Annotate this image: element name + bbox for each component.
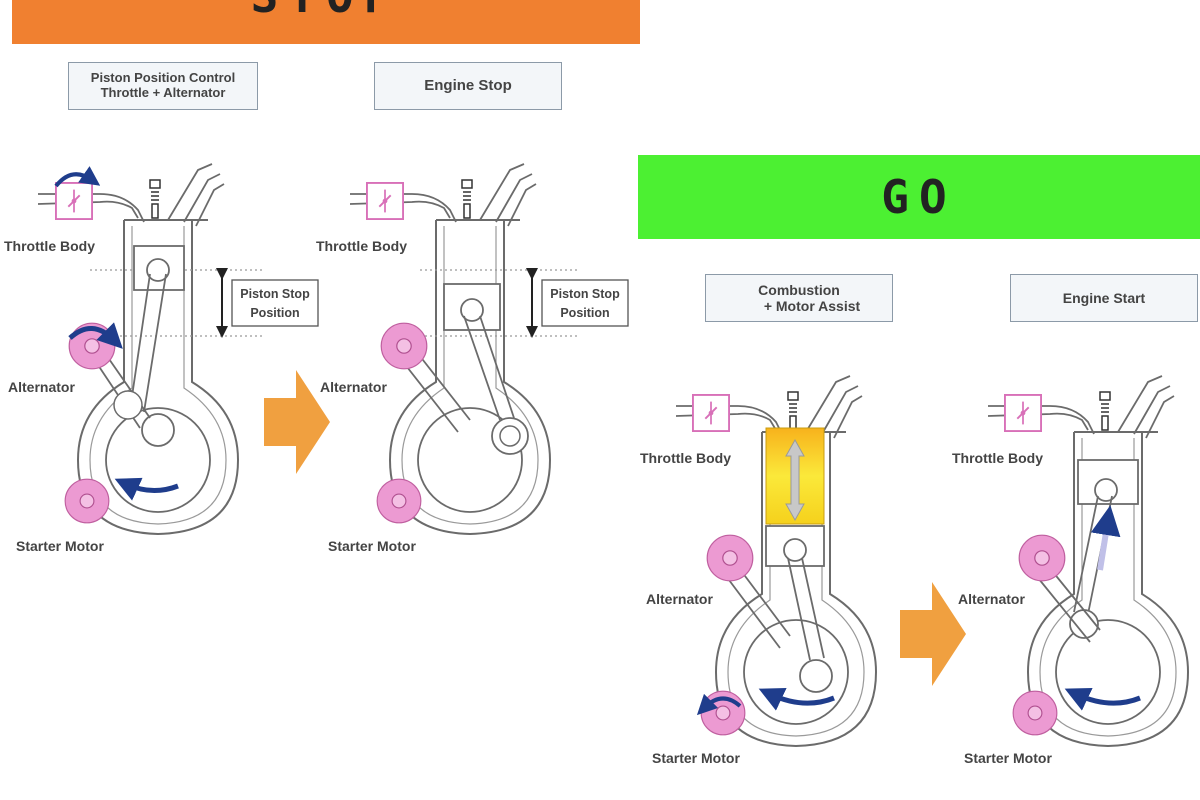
piston-stop-position-box-2 (541, 279, 629, 327)
step-engine-start-line1: Engine Start (1062, 289, 1146, 306)
step-piston-position-control: Piston Position Control Throttle + Alter… (68, 62, 258, 110)
flow-arrow-1 (264, 370, 330, 474)
starter-motor-gear-icon-2 (376, 478, 422, 524)
throttle-body-icon-4 (1004, 393, 1042, 433)
step-engine-stop: Engine Stop (374, 62, 562, 110)
step-combustion-line1: Combustion (758, 281, 840, 298)
piston-stop-position-box-1 (231, 279, 319, 327)
flow-arrow-2 (900, 582, 966, 686)
panel-engine-stop: Throttle Body Alternator Starter Motor P… (316, 163, 629, 554)
rotation-arrow-icon-starter-3 (696, 693, 742, 716)
starter-motor-gear-icon-4 (1012, 690, 1058, 736)
panel-piston-position-control: Throttle Body Alternator Starter Motor P… (4, 163, 319, 554)
alternator-gear-icon-3 (706, 534, 754, 582)
step-combustion: Combustion + Motor Assist (705, 274, 893, 322)
step-piston-position-control-line2: Throttle + Alternator (100, 85, 226, 100)
label-starter-motor-2: Starter Motor (328, 538, 416, 554)
panel-combustion: Throttle Body Alternator Starter Motor (640, 375, 877, 766)
step-piston-position-control-line1: Piston Position Control (90, 70, 236, 86)
label-starter-motor-1: Starter Motor (16, 538, 104, 554)
label-alternator-2: Alternator (320, 379, 387, 395)
label-throttle-body-1: Throttle Body (4, 238, 95, 254)
starter-motor-gear-icon-1 (64, 478, 110, 524)
label-alternator-3: Alternator (646, 591, 713, 607)
go-banner-text: GO (881, 170, 957, 224)
label-starter-motor-3: Starter Motor (652, 750, 740, 766)
label-piston-stop-1b: Position (250, 306, 299, 320)
throttle-body-icon-1 (55, 181, 93, 221)
label-throttle-body-4: Throttle Body (952, 450, 1043, 466)
rotation-arrow-icon-crank-3 (758, 688, 835, 711)
alternator-gear-icon-4 (1018, 534, 1066, 582)
label-throttle-body-2: Throttle Body (316, 238, 407, 254)
rotation-arrow-icon-alternator (68, 322, 123, 349)
stop-banner-text: STOP (251, 0, 402, 23)
stop-banner: STOP (12, 0, 640, 44)
throttle-body-icon-3 (692, 393, 730, 433)
alternator-gear-icon-2 (380, 322, 428, 370)
rotation-arrow-icon-crank-4 (1064, 688, 1141, 711)
step-engine-stop-line1: Engine Stop (424, 77, 512, 95)
step-combustion-line2: + Motor Assist (763, 298, 861, 314)
label-piston-stop-1a: Piston Stop (240, 287, 310, 301)
label-starter-motor-4: Starter Motor (964, 750, 1052, 766)
label-piston-stop-2b: Position (560, 306, 609, 320)
combustion-arrow-icon (785, 438, 805, 522)
throttle-body-icon-2 (366, 181, 404, 221)
label-alternator-4: Alternator (958, 591, 1025, 607)
label-throttle-body-3: Throttle Body (640, 450, 731, 466)
label-piston-stop-2a: Piston Stop (550, 287, 620, 301)
go-banner: GO (638, 155, 1200, 239)
rotation-arrow-icon-crank (114, 477, 179, 501)
rotation-arrow-icon-throttle (54, 166, 101, 188)
step-engine-start: Engine Start (1010, 274, 1198, 322)
panel-engine-start: Throttle Body Alternator Starter Motor (952, 375, 1189, 766)
label-alternator-1: Alternator (8, 379, 75, 395)
piston-up-arrow-icon (1090, 505, 1121, 571)
